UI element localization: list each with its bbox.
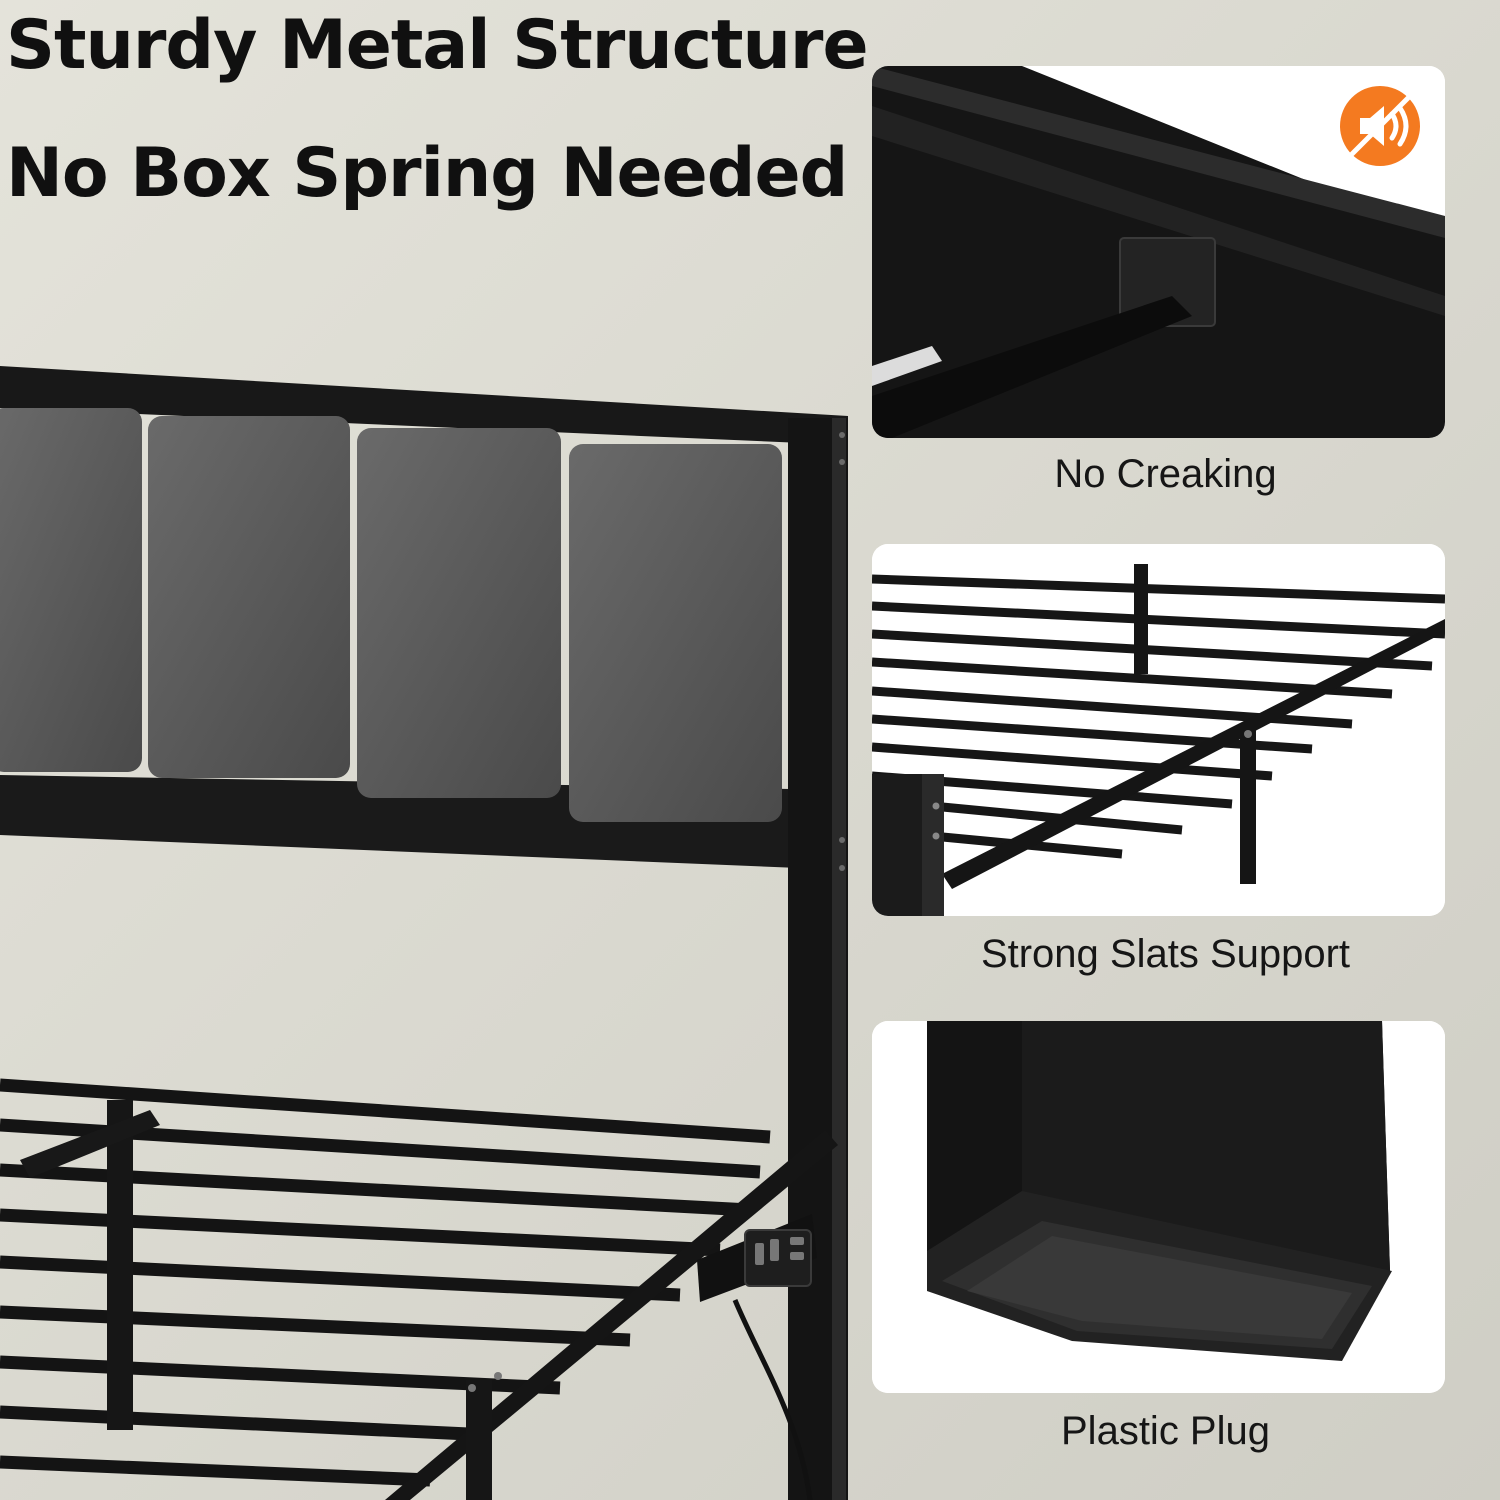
power-outlet xyxy=(697,1214,817,1500)
caption-strong-slats: Strong Slats Support xyxy=(980,932,1351,976)
feature-card-no-creaking xyxy=(872,66,1445,438)
frame-joint-illustration xyxy=(872,66,1445,438)
speaker-icon xyxy=(1349,95,1411,157)
feature-card-plastic-plug xyxy=(872,1021,1445,1393)
leg-plug-illustration xyxy=(872,1021,1445,1393)
feature-card-strong-slats xyxy=(872,544,1445,916)
headline-line-2: No Box Spring Needed xyxy=(6,134,848,213)
headline-line-1: Sturdy Metal Structure xyxy=(6,6,869,85)
platform-rails xyxy=(20,1100,838,1500)
caption-no-creaking: No Creaking xyxy=(1054,452,1277,496)
caption-plastic-plug: Plastic Plug xyxy=(1061,1409,1270,1453)
headboard-cushions xyxy=(0,408,782,822)
slats-illustration xyxy=(872,544,1445,916)
